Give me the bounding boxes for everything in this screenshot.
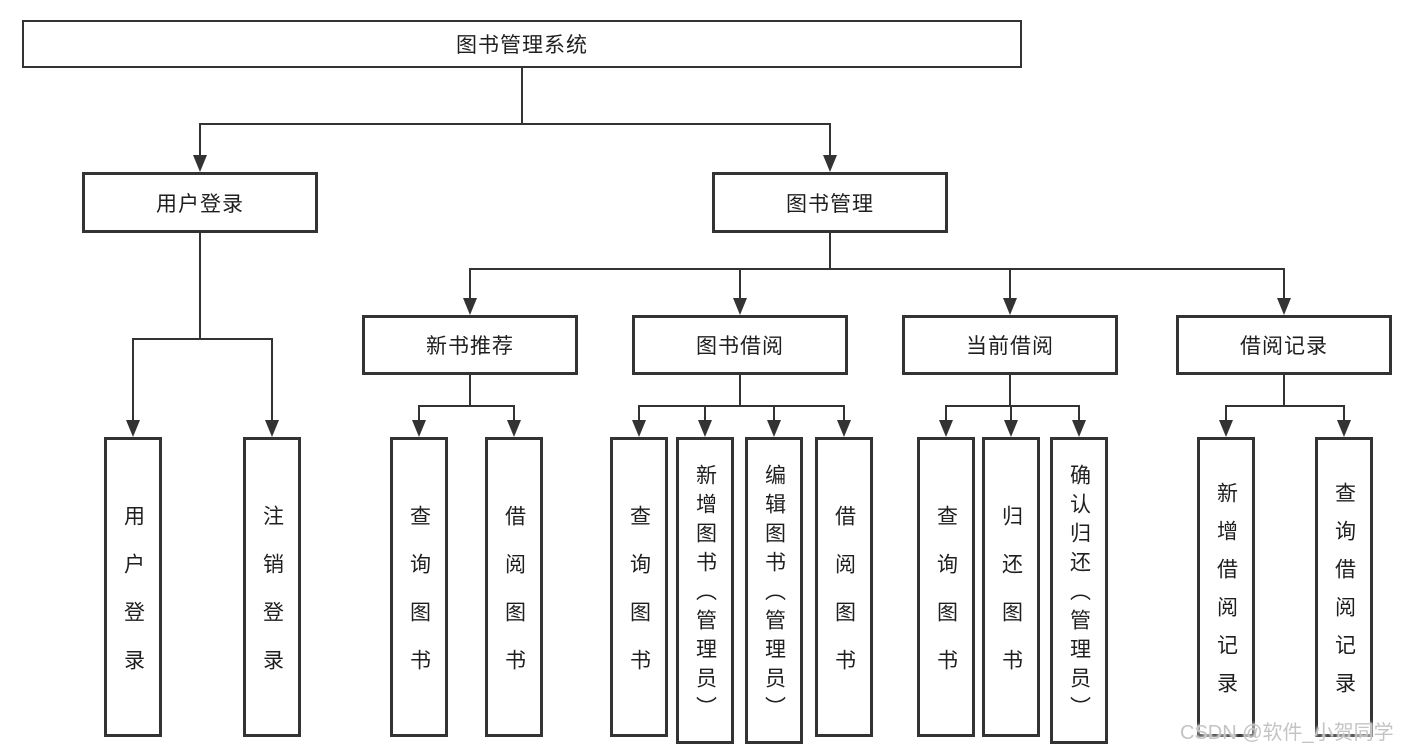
node-label: 查询借阅记录 (1332, 481, 1356, 710)
node-leaf-add-borrow-record: 新增借阅记录 (1197, 437, 1255, 737)
connector-drop-arrow (1337, 405, 1351, 437)
connector-drop-arrow (507, 405, 521, 437)
node-label: 用户登录 (121, 504, 145, 697)
connector-drop-arrow (698, 405, 712, 437)
node-leaf-query-borrow-record: 查询借阅记录 (1315, 437, 1373, 737)
connector-drop-arrow (1219, 405, 1233, 437)
node-label: 归还图书 (999, 504, 1023, 697)
node-library-management-system: 图书管理系统 (22, 20, 1022, 68)
node-label: 新书推荐 (426, 335, 514, 358)
connector-drop-arrow (1003, 268, 1017, 315)
node-label: 图书借阅 (696, 335, 784, 358)
connector-bus (469, 268, 1285, 270)
node-label: 图书管理系统 (456, 34, 588, 57)
node-leaf-add-books-admin: 新增图书（管理员） (676, 437, 734, 744)
node-leaf-logout: 注销登录 (243, 437, 301, 737)
node-label: 借阅图书 (832, 504, 856, 697)
connector-drop-arrow (265, 338, 279, 437)
node-book-management-branch: 图书管理 (712, 172, 948, 233)
connector-drop-arrow (193, 123, 207, 172)
node-new-book-recommend: 新书推荐 (362, 315, 578, 375)
connector-drop-arrow (126, 338, 140, 437)
node-label: 借阅图书 (502, 504, 526, 697)
node-borrowing-records: 借阅记录 (1176, 315, 1392, 375)
connector-drop-arrow (632, 405, 646, 437)
node-book-borrowing: 图书借阅 (632, 315, 848, 375)
connector-drop-arrow (767, 405, 781, 437)
node-leaf-confirm-return-admin: 确认归还（管理员） (1050, 437, 1108, 744)
node-label: 图书管理 (786, 192, 874, 216)
connector-drop-arrow (1004, 405, 1018, 437)
connector-bus (1225, 405, 1345, 407)
node-label: 注销登录 (260, 504, 284, 697)
connector-bus (199, 123, 831, 125)
connector-drop-arrow (939, 405, 953, 437)
node-leaf-query-books-current: 查询图书 (917, 437, 975, 737)
node-leaf-borrow-books-recommend: 借阅图书 (485, 437, 543, 737)
node-label: 确认归还（管理员） (1067, 464, 1091, 725)
node-leaf-user-login: 用户登录 (104, 437, 162, 737)
connector-bus (418, 405, 515, 407)
connector-stem (829, 233, 831, 268)
node-label: 查询图书 (407, 504, 431, 697)
connector-drop-arrow (463, 268, 477, 315)
node-label: 新增图书（管理员） (693, 464, 717, 725)
node-label: 借阅记录 (1240, 335, 1328, 358)
connector-bus (132, 338, 273, 340)
connector-stem (521, 68, 523, 123)
node-leaf-query-books-recommend: 查询图书 (390, 437, 448, 737)
node-label: 新增借阅记录 (1214, 481, 1238, 710)
node-leaf-return-books: 归还图书 (982, 437, 1040, 737)
node-label: 当前借阅 (966, 335, 1054, 358)
connector-stem (1009, 375, 1011, 405)
node-label: 查询图书 (934, 504, 958, 697)
connector-stem (1283, 375, 1285, 405)
connector-stem (199, 233, 201, 338)
node-label: 用户登录 (156, 192, 244, 216)
node-leaf-borrow-books: 借阅图书 (815, 437, 873, 737)
connector-drop-arrow (412, 405, 426, 437)
connector-drop-arrow (1072, 405, 1086, 437)
node-leaf-edit-books-admin: 编辑图书（管理员） (745, 437, 803, 744)
node-current-borrowing: 当前借阅 (902, 315, 1118, 375)
connector-drop-arrow (837, 405, 851, 437)
connector-drop-arrow (823, 123, 837, 172)
node-label: 编辑图书（管理员） (762, 464, 786, 725)
node-user-login-branch: 用户登录 (82, 172, 318, 233)
connector-stem (739, 375, 741, 405)
connector-drop-arrow (1277, 268, 1291, 315)
node-leaf-query-books-borrowing: 查询图书 (610, 437, 668, 737)
node-label: 查询图书 (627, 504, 651, 697)
connector-drop-arrow (733, 268, 747, 315)
connector-stem (469, 375, 471, 405)
csdn-watermark: CSDN @软件_小贺同学 (1180, 722, 1394, 744)
connector-bus (638, 405, 845, 407)
connector-bus (945, 405, 1080, 407)
